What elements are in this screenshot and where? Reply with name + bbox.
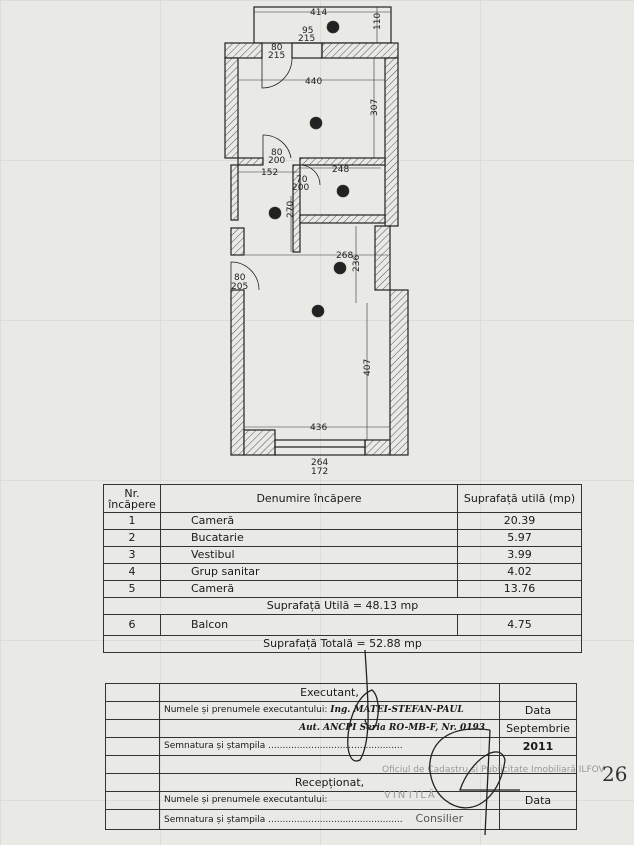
dim-door1-h: 205 [231,282,248,292]
door-swing-5 [262,134,292,159]
dim-balcony-door-h: 215 [298,34,315,44]
stamp-office: Oficiul de Cadastru și Publicitate Imobi… [382,765,605,775]
dim-door4-w: 70 [296,175,308,185]
total-area: Suprafață Totală = 52.88 mp [103,635,582,653]
executant-name: Ing. MATEI-STEFAN-PAUL [330,705,464,715]
wall-left-3b [230,227,245,256]
dim-balcony-depth: 110 [373,13,383,30]
dim-room5-depth: 307 [370,99,380,116]
dim-balcony-width: 414 [310,8,327,18]
room-label-2: 2 [337,264,343,274]
cell-area: 4.75 [457,614,582,636]
header-area: Suprafață utilă (mp) [457,484,582,513]
wall-left-3 [230,164,239,221]
dim-door5-h: 200 [268,156,285,166]
dim-room2-width: 268 [336,251,353,261]
header-nr: Nr. încăpere [103,484,161,513]
dim-entry-door-h: 215 [268,51,285,61]
wall-right-upper [384,57,399,227]
dim-room2-depth: 236 [352,255,362,272]
signature-receiver [429,728,520,836]
dim-door4-h: 200 [292,183,309,193]
wall-left-upper [224,57,239,159]
wall-5-bottom [237,157,264,166]
room-label-5: 5 [313,119,319,129]
cell-area: 5.97 [457,529,582,547]
stamp-name: VINTILĂ [384,790,437,801]
executant-name-label: Numele și prenumele executantului: [164,705,328,715]
room-label-3: 3 [272,209,278,219]
dim-room1-depth: 407 [363,359,373,376]
authorization: Aut. ANCPI Seria RO-MB-F, Nr. 0193 [299,723,485,733]
door-swing-entry [261,57,293,89]
wall-5-bottom2 [299,157,386,166]
handwritten-page-number: 26 [602,762,628,786]
door-swing-1 [230,261,260,291]
dim-room1-width: 436 [310,423,327,433]
dim-room5-width: 440 [305,77,322,87]
dim-room3-width: 152 [261,168,278,178]
dim-balcony-door-w: 95 [302,26,313,36]
wall-1-right [389,289,409,456]
room-label-1: 1 [315,307,321,317]
dim-room3-depth: 270 [286,201,296,218]
cell-area: 3.99 [457,546,582,564]
wall-4-bottom [299,214,386,224]
dim-window-w: 264 [311,458,328,468]
executant-title: Executant, [159,683,500,702]
dim-entry-door-w: 80 [271,43,283,53]
wall-2-right [374,225,391,291]
stamp-role: Consilier [415,812,464,825]
wall-left-1 [230,289,245,456]
room-label-6: 6 [330,23,336,33]
dim-door1-w: 80 [234,273,246,283]
door-swing-4 [299,164,321,186]
dim-window-h: 172 [311,467,328,477]
floor-plan: 414 110 95 215 80 215 440 307 80 200 152… [224,6,409,477]
room-label-4: 4 [340,187,346,197]
cell-name: Balcon [160,614,458,636]
cell-area: 13.76 [457,580,582,598]
signature-executant [347,649,379,762]
dim-room4-width: 248 [332,165,349,175]
wall-bottom-left [243,429,276,456]
wall-4-left [292,164,301,253]
received-signature-label: Semnatura și ștampila ..................… [164,815,403,825]
rooms-table: Nr. încăpere Denumire încăpere Suprafață… [103,484,582,653]
wall-top-left [224,42,263,59]
signature-table: Executant, Numele și prenumele executant… [105,683,577,830]
dim-door5-w: 80 [271,148,283,158]
balcony-door [291,42,323,59]
